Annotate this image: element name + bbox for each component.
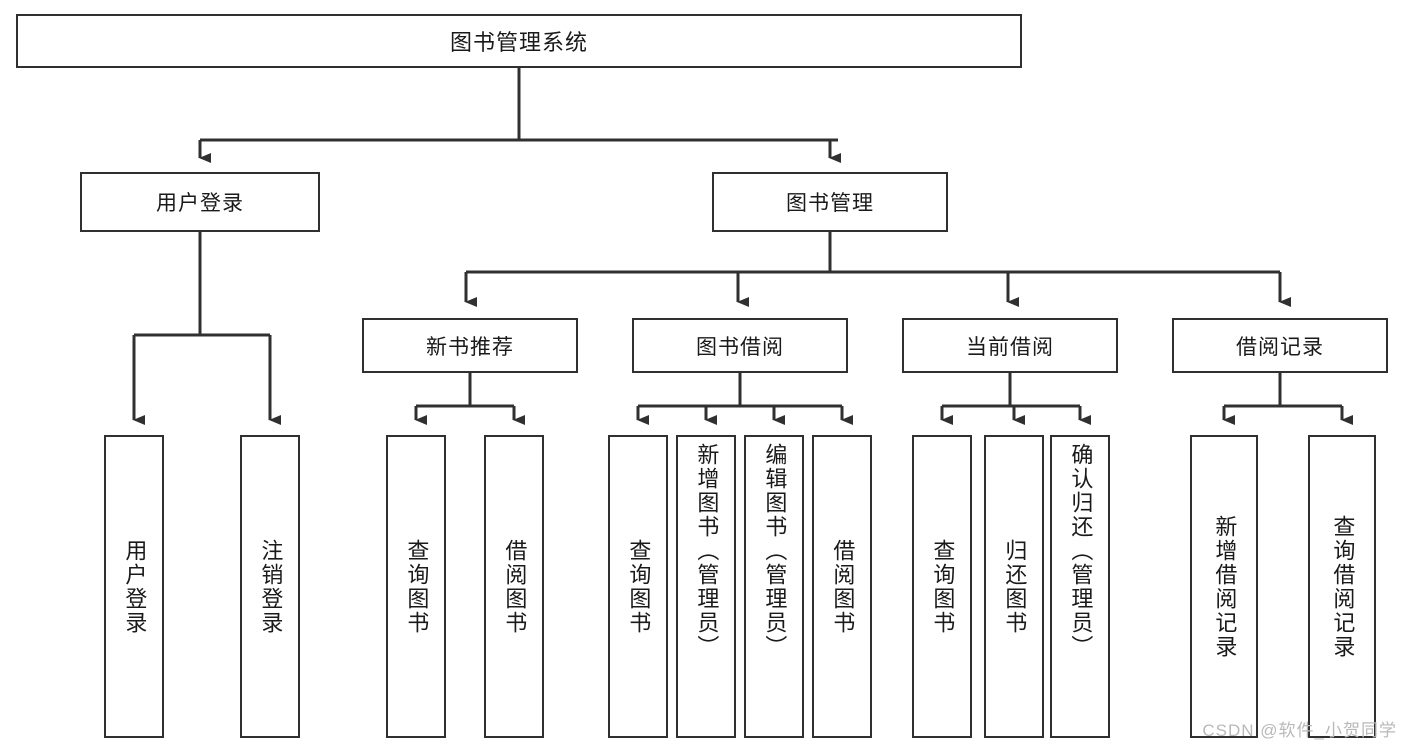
node-borrow-record[interactable]: 借阅记录 xyxy=(1172,318,1388,373)
leaf-bookborrow-query[interactable]: 查询图书 xyxy=(608,435,668,738)
leaf-user-logout[interactable]: 注销登录 xyxy=(240,435,300,738)
node-label: 图书借阅 xyxy=(696,335,784,359)
watermark: CSDN @软件_小贺同学 xyxy=(1202,721,1397,740)
node-book-manage[interactable]: 图书管理 xyxy=(712,172,948,232)
leaf-newbook-borrow[interactable]: 借阅图书 xyxy=(484,435,544,738)
leaf-newbook-query[interactable]: 查询图书 xyxy=(386,435,446,738)
leaf-label: 借阅图书 xyxy=(830,538,856,635)
leaf-label: 编辑图书（管理员） xyxy=(762,443,788,659)
leaf-bookborrow-edit[interactable]: 编辑图书（管理员） xyxy=(744,435,804,738)
node-book-borrow[interactable]: 图书借阅 xyxy=(632,318,848,373)
leaf-label: 新增图书（管理员） xyxy=(694,443,720,659)
node-new-book-rec[interactable]: 新书推荐 xyxy=(362,318,578,373)
leaf-label: 新增借阅记录 xyxy=(1212,514,1238,659)
leaf-bookborrow-add[interactable]: 新增图书（管理员） xyxy=(676,435,736,738)
node-root[interactable]: 图书管理系统 xyxy=(16,14,1022,68)
leaf-borrowrecord-query[interactable]: 查询借阅记录 xyxy=(1308,435,1376,738)
node-label: 借阅记录 xyxy=(1236,335,1324,359)
node-user-login[interactable]: 用户登录 xyxy=(80,172,320,232)
leaf-label: 查询图书 xyxy=(626,538,652,635)
node-label: 图书管理系统 xyxy=(449,30,588,55)
leaf-user-login[interactable]: 用户登录 xyxy=(104,435,164,738)
leaf-label: 查询图书 xyxy=(930,538,956,635)
leaf-label: 用户登录 xyxy=(122,538,148,635)
node-label: 用户登录 xyxy=(156,192,244,215)
leaf-currentborrow-return[interactable]: 归还图书 xyxy=(984,435,1044,738)
leaf-label: 查询借阅记录 xyxy=(1330,514,1356,659)
leaf-bookborrow-borrow[interactable]: 借阅图书 xyxy=(812,435,872,738)
leaf-label: 确认归还（管理员） xyxy=(1068,443,1094,659)
leaf-currentborrow-confirm[interactable]: 确认归还（管理员） xyxy=(1050,435,1110,738)
leaf-label: 注销登录 xyxy=(258,538,284,635)
node-label: 新书推荐 xyxy=(426,335,514,359)
leaf-label: 借阅图书 xyxy=(502,538,528,635)
leaf-label: 归还图书 xyxy=(1002,538,1028,635)
node-current-borrow[interactable]: 当前借阅 xyxy=(902,318,1118,373)
node-label: 当前借阅 xyxy=(966,335,1054,359)
node-label: 图书管理 xyxy=(786,192,874,215)
leaf-currentborrow-query[interactable]: 查询图书 xyxy=(912,435,972,738)
leaf-borrowrecord-add[interactable]: 新增借阅记录 xyxy=(1190,435,1258,738)
leaf-label: 查询图书 xyxy=(404,538,430,635)
